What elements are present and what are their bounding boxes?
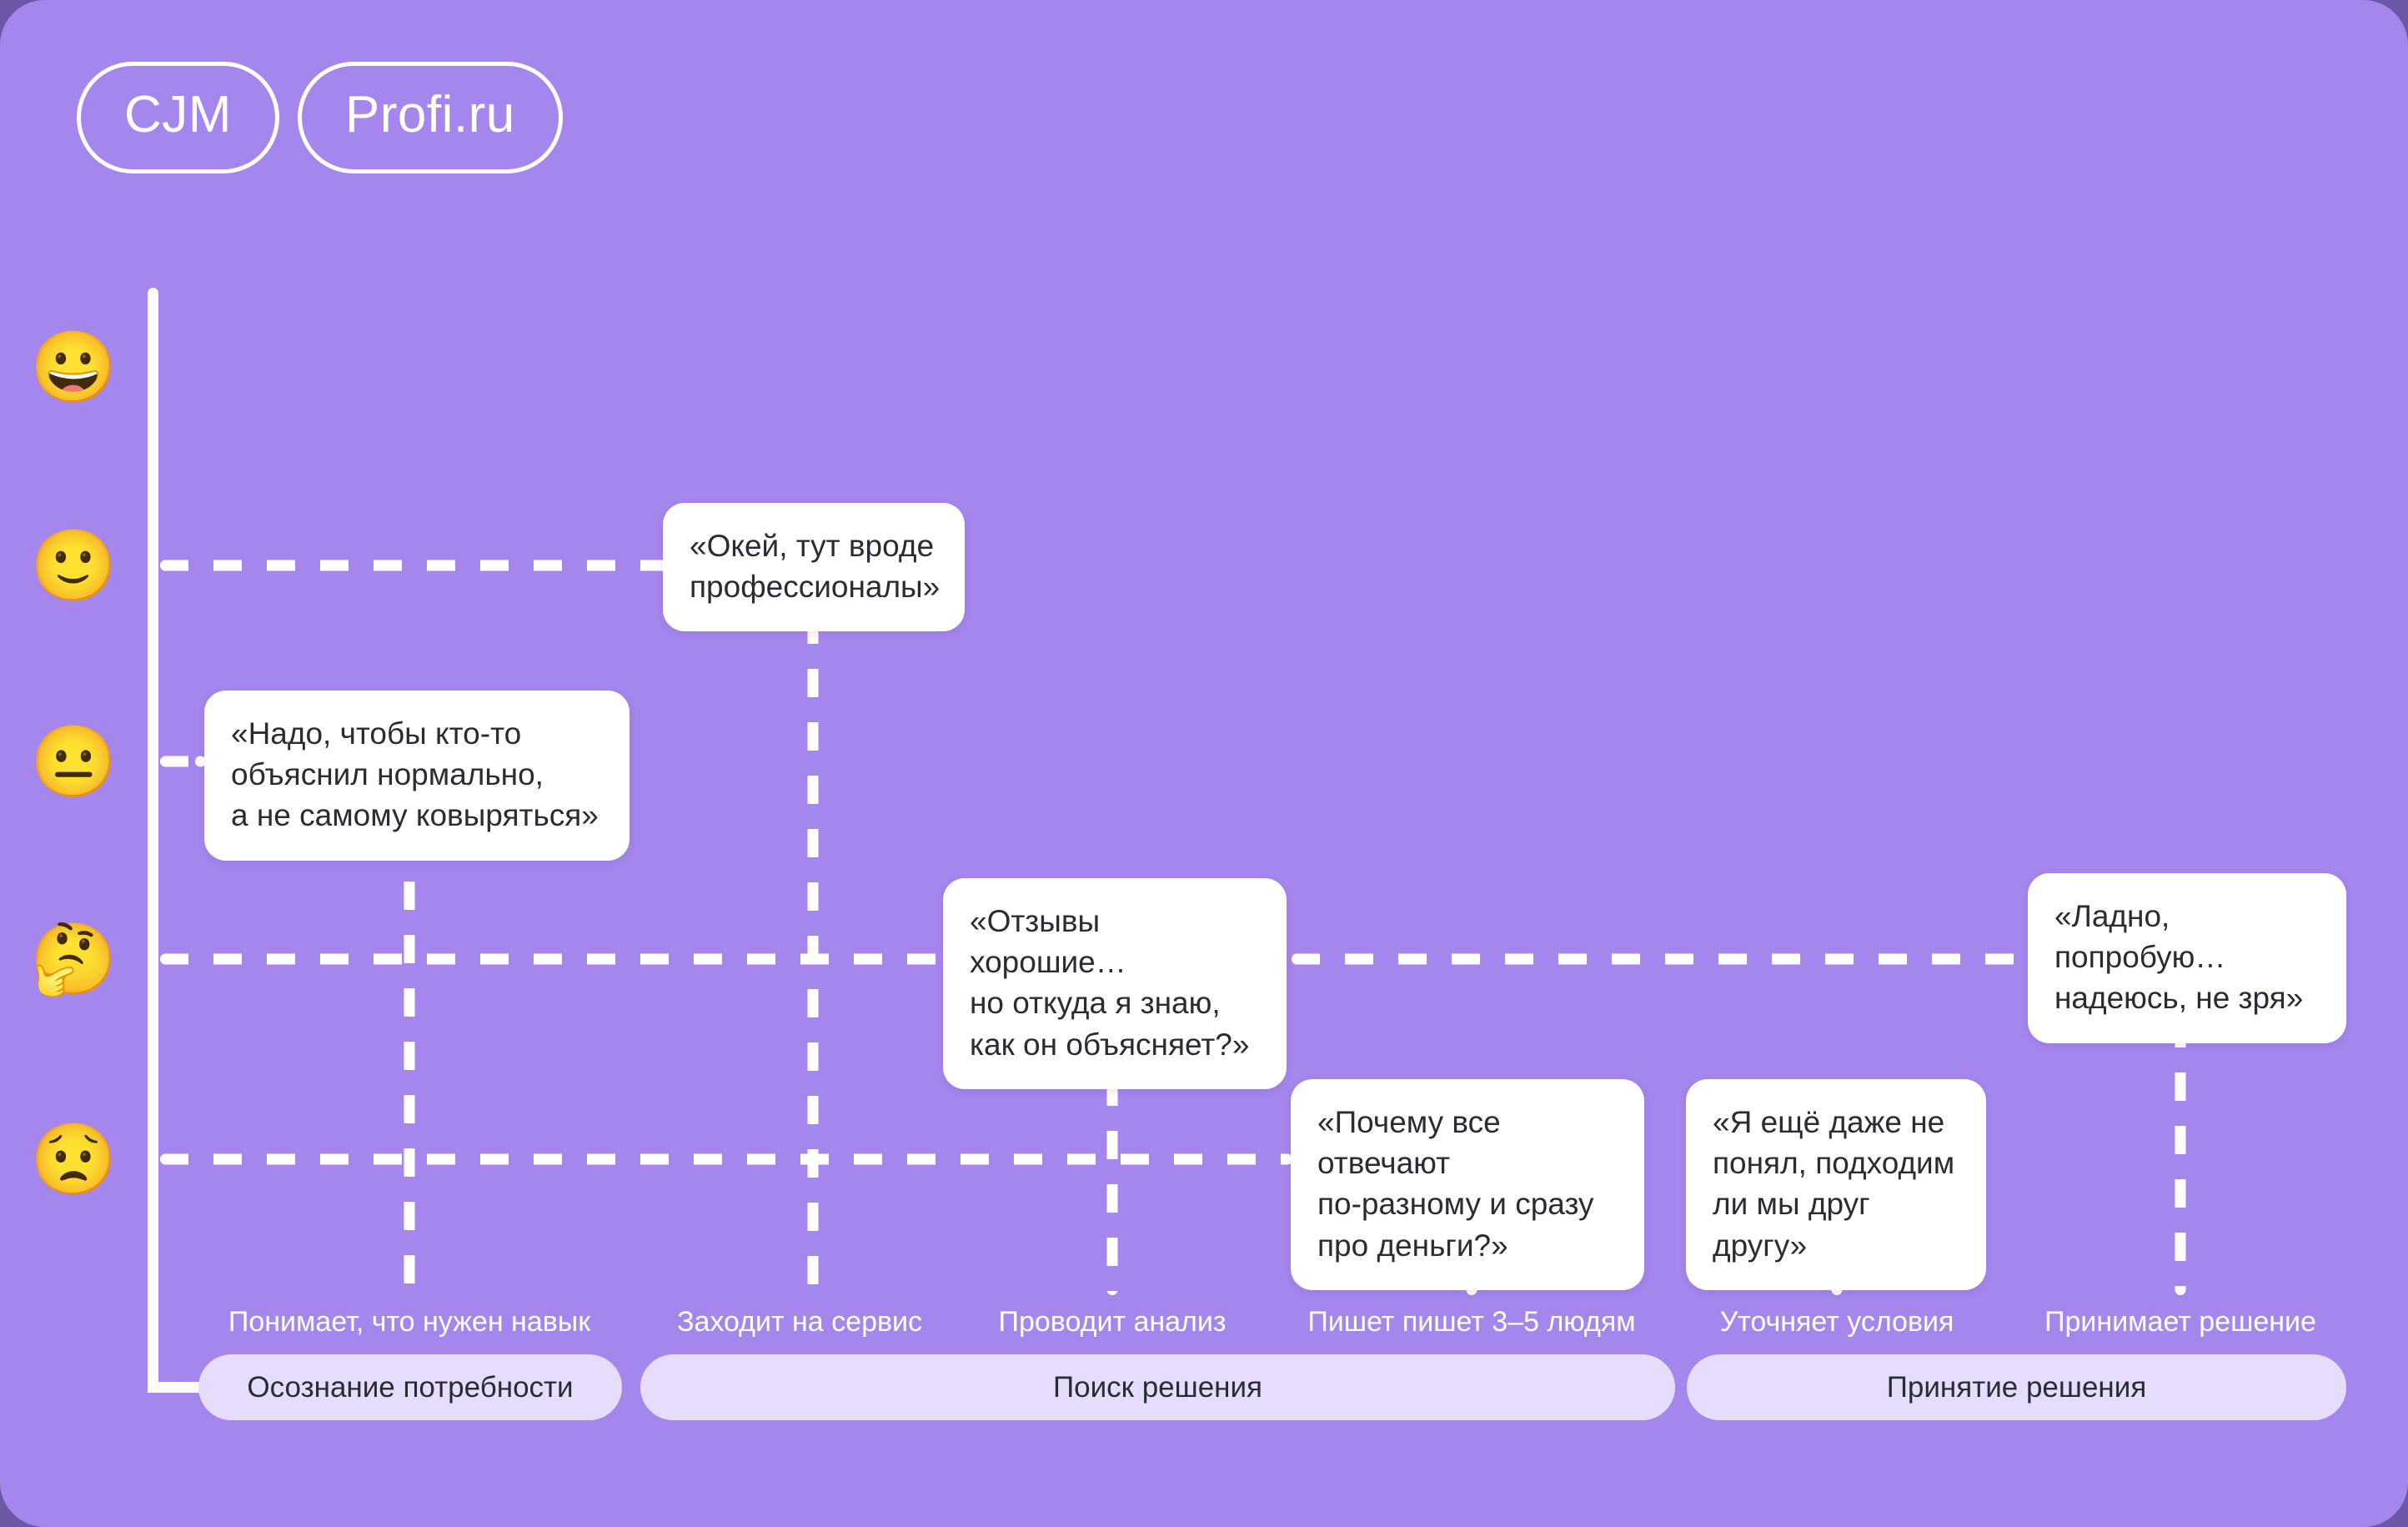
step-label-5: Уточняет условия (1719, 1306, 1954, 1338)
step-label-3: Проводит анализ (998, 1306, 1227, 1338)
guide-line-neutral (160, 756, 206, 767)
guide-line-positive (160, 560, 669, 571)
step-label-1: Понимает, что нужен навык (228, 1306, 591, 1338)
guide-line-doubtful-right (1292, 953, 2042, 965)
quote-card-5[interactable]: «Я ещё даже не понял, подходим ли мы дру… (1686, 1079, 1986, 1290)
step-label-6: Принимает решение (2044, 1306, 2316, 1338)
emotion-axis-vertical (148, 288, 158, 1393)
badge-profi-ru[interactable]: Profi.ru (297, 62, 563, 173)
worried-face-icon: 😟 (30, 1120, 118, 1198)
step-label-2: Заходит на сервис (676, 1306, 923, 1338)
header-badges: CJM Profi.ru (77, 62, 563, 173)
quote-card-4[interactable]: «Почему все отвечают по-разному и сразу … (1291, 1079, 1644, 1290)
quote-card-1[interactable]: «Надо, чтобы кто-то объяснил нормально, … (204, 691, 630, 861)
drop-line-step-3 (1106, 1024, 1118, 1295)
phase-search[interactable]: Поиск решения (640, 1354, 1675, 1420)
quote-card-6[interactable]: «Ладно, попробую… надеюсь, не зря» (2028, 873, 2346, 1043)
slightly-smiling-face-icon: 🙂 (30, 526, 118, 605)
badge-cjm[interactable]: CJM (77, 62, 279, 173)
step-label-4: Пишет пишет 3–5 людям (1307, 1306, 1636, 1338)
drop-line-step-6 (2175, 1019, 2186, 1295)
thinking-face-icon: 🤔 (30, 920, 118, 998)
quote-card-3[interactable]: «Отзывы хорошие… но откуда я знаю, как о… (943, 878, 1287, 1089)
guide-line-negative (160, 1153, 1292, 1165)
quote-card-2[interactable]: «Окей, тут вроде профессионалы» (663, 503, 965, 632)
phase-awareness[interactable]: Осознание потребности (198, 1354, 622, 1420)
neutral-face-icon: 😐 (30, 722, 118, 801)
drop-line-step-1 (404, 828, 415, 1295)
grinning-face-icon: 😀 (30, 328, 118, 406)
phase-decision[interactable]: Принятие решения (1687, 1354, 2346, 1420)
drop-line-step-2 (807, 615, 819, 1295)
